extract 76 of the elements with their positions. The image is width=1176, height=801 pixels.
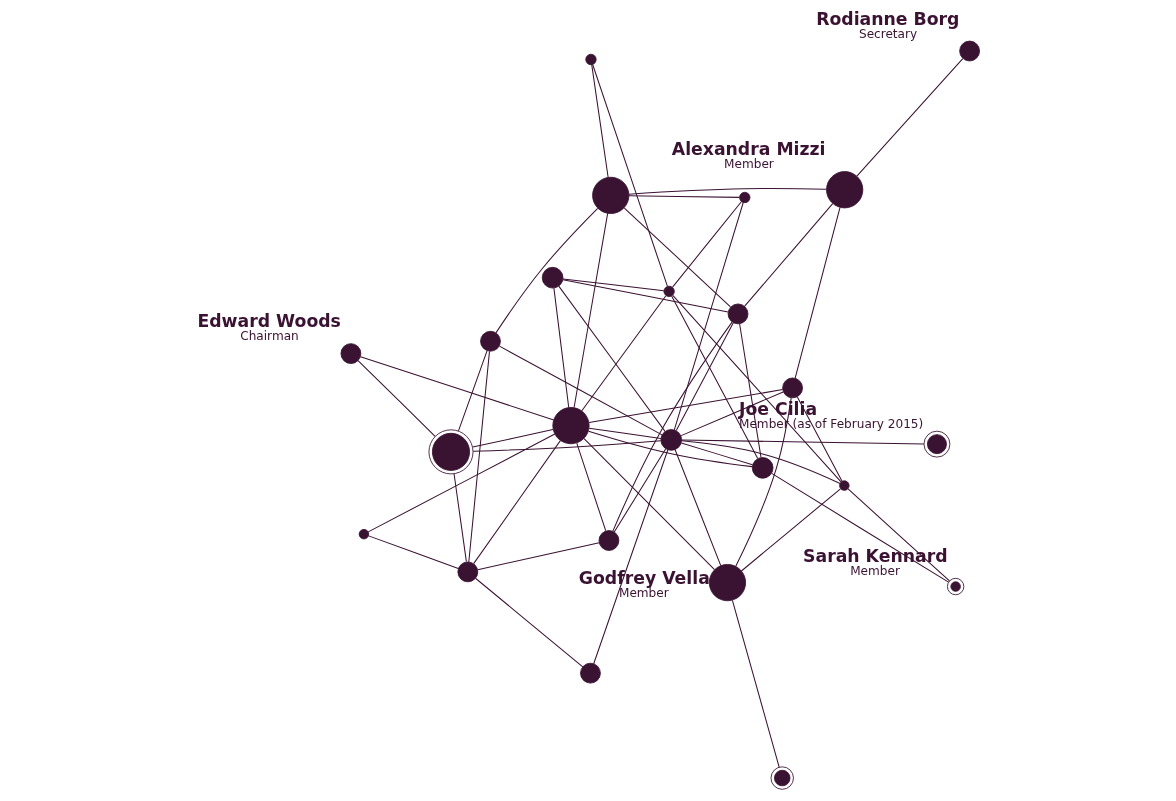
connector — [561, 279, 729, 313]
node-circle — [340, 343, 361, 364]
connector — [471, 429, 553, 448]
node-circle — [825, 171, 863, 209]
connector — [673, 201, 744, 431]
connector — [770, 472, 949, 583]
node-circle — [584, 53, 597, 66]
connector — [855, 58, 963, 177]
connector — [587, 430, 753, 468]
connector — [453, 473, 467, 563]
connector — [588, 427, 661, 439]
connector — [738, 323, 761, 458]
connector — [474, 577, 583, 668]
connector — [794, 206, 841, 379]
connector — [734, 397, 792, 567]
connector — [357, 360, 436, 437]
connector — [796, 396, 843, 482]
connector — [557, 285, 666, 432]
connector — [590, 64, 609, 178]
connector — [367, 433, 555, 533]
node-circle — [541, 266, 563, 289]
connector — [628, 195, 740, 198]
node-circle — [738, 191, 750, 204]
connector — [552, 287, 569, 408]
connector — [580, 295, 666, 412]
node-label: Chairman — [239, 329, 299, 344]
node-circle — [358, 529, 369, 540]
node-circle — [958, 40, 980, 62]
connector — [498, 345, 663, 436]
connector — [592, 449, 668, 665]
connector — [680, 442, 753, 466]
connector — [573, 212, 608, 409]
connector — [591, 64, 668, 287]
connector — [671, 294, 842, 483]
connector — [680, 440, 841, 485]
connector — [680, 439, 924, 445]
connector — [627, 188, 827, 195]
connector — [494, 207, 598, 334]
node-label: Rodianne Borg — [815, 8, 959, 29]
connector — [472, 440, 661, 452]
connector — [674, 449, 721, 567]
connector — [359, 356, 554, 421]
node-circle — [598, 530, 619, 551]
connector — [675, 322, 734, 431]
node-circle — [659, 429, 682, 451]
node-circle — [551, 407, 590, 445]
node-circle — [591, 176, 629, 214]
node-circle — [663, 285, 675, 297]
node-label: Member — [618, 586, 669, 601]
node-circle — [708, 564, 746, 602]
node-circle — [579, 662, 601, 684]
connector — [611, 321, 733, 532]
node-circle — [727, 303, 748, 325]
connector — [476, 542, 600, 571]
connector — [575, 442, 606, 532]
connector — [743, 203, 833, 307]
connector — [670, 295, 758, 460]
node-circle — [751, 457, 773, 479]
connector — [467, 350, 490, 563]
connector — [613, 448, 666, 533]
connector — [457, 350, 488, 432]
node-circle — [479, 330, 501, 352]
node-circle — [838, 480, 850, 491]
node-label: Secretary — [858, 26, 917, 41]
connector — [367, 535, 459, 569]
connector — [472, 440, 561, 565]
connector — [740, 488, 841, 572]
connector — [731, 599, 780, 768]
connector — [671, 201, 742, 288]
node-circle — [456, 561, 478, 583]
node-label: Member — [849, 564, 900, 579]
connector — [583, 438, 715, 571]
node-circle — [781, 377, 803, 399]
connector — [623, 207, 731, 308]
node-label: Member — [723, 157, 774, 172]
connector — [561, 278, 664, 292]
